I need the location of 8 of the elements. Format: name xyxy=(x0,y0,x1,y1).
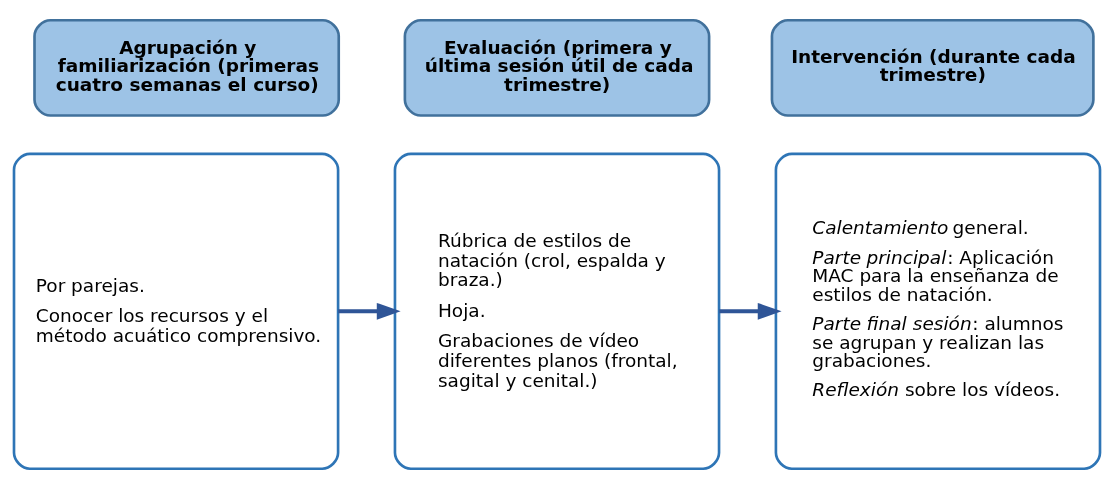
node-box: Evaluación (primera y última sesión útil de cada trimestre) xyxy=(403,18,711,117)
arrow xyxy=(719,302,782,320)
node-box: Intervención (durante cada trimestre) xyxy=(770,18,1095,117)
node-box: Calentamiento general. Parte principal: Aplicación MAC para la enseñanza de estilos de natación. Parte final sesión: alumnos se agrupan y realizan las grabaciones. Reflexión sobre los vídeos. xyxy=(774,152,1102,470)
node-box: Rúbrica de estilos de natación (crol, espalda y braza.) Hoja. Grabaciones de vídeo diferentes planos (frontal, sagital y cenital.) xyxy=(393,152,721,470)
node-box: Por parejas. Conocer los recursos y el método acuático comprensivo. xyxy=(12,152,340,470)
arrow xyxy=(338,302,401,320)
node-box: Agrupación y familiarización (primeras cuatro semanas el curso) xyxy=(33,18,341,117)
